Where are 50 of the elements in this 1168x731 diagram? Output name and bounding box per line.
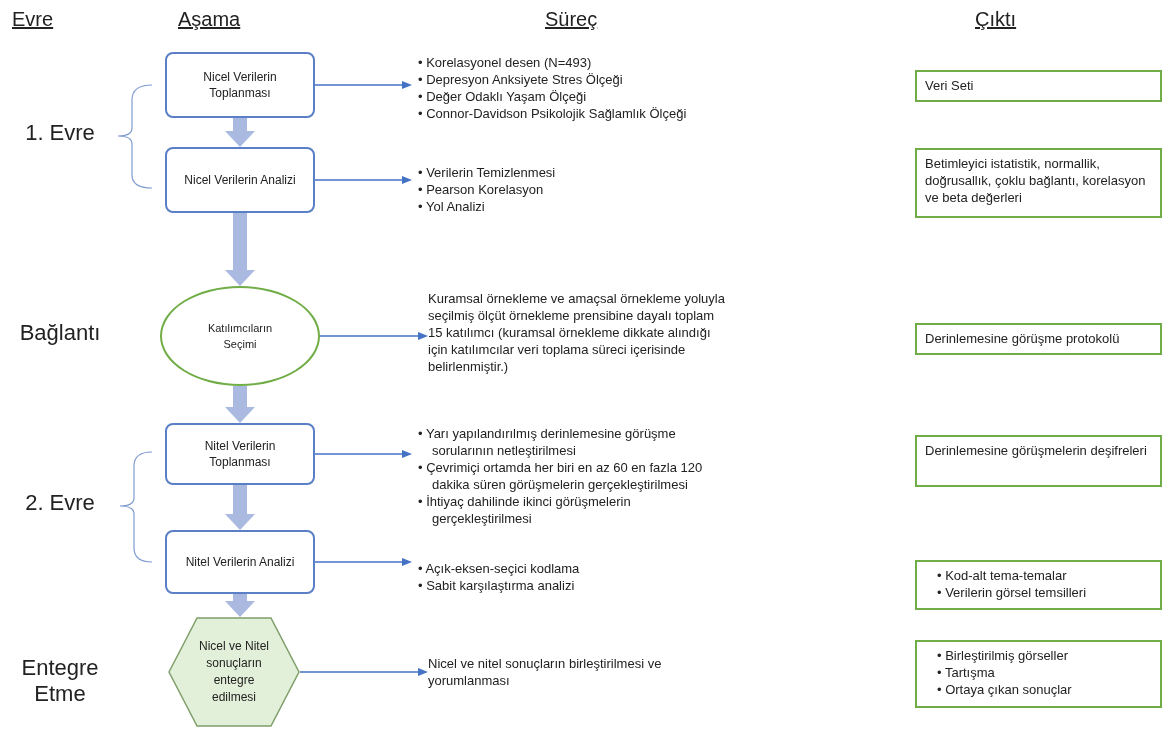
bullet-item: • Açık-eksen-seçici kodlama — [417, 560, 581, 577]
arrow — [314, 81, 412, 89]
ellipse-node: Katılımcıların Seçimi — [160, 286, 320, 386]
column-header: Süreç — [545, 8, 599, 31]
bullet-item: • Pearson Korelasyon — [417, 181, 545, 198]
bullet-item: • Korelasyonel desen (N=493) — [417, 54, 593, 71]
output-box — [915, 640, 1162, 708]
bullet-item: • Ortaya çıkan sonuçlar — [936, 681, 1073, 698]
process-box: Nitel Verilerin Toplanması — [165, 423, 315, 485]
phase-label: Entegre Etme — [20, 655, 100, 707]
bullet-item: • Verilerin Temizlenmesi — [417, 164, 557, 181]
bullet-item: • Çevrimiçi ortamda her biri en az 60 en fazla 120 dakika süren görüşmelerin gerçekleştirilmesi — [417, 459, 704, 493]
column-header: Çıktı — [975, 8, 1018, 31]
node-text: Nicel ve Nitel sonuçların entegre edilmesi — [198, 638, 270, 706]
bullet-item: • Depresyon Anksiyete Stres Ölçeği — [417, 71, 624, 88]
bullet-item: • Sabit karşılaştırma analizi — [417, 577, 576, 594]
bullet-item: • Verilerin görsel temsilleri — [936, 584, 1088, 601]
description-text: Kuramsal örnekleme ve amaçsal örnekleme yoluyla seçilmiş ölçüt örnekleme prensibine dayalı toplam 15 katılımcı (kuramsal örnekleme dikkate alındığı için katılımcılar veri toplama süreci içerisinde belirlenmiştir.) — [428, 290, 728, 375]
bullet-item: • Yarı yapılandırılmış derinlemesine görüşme sorularının netleştirilmesi — [417, 425, 677, 459]
output-box — [915, 560, 1162, 610]
output-box: Betimleyici istatistik, normallik, doğrusallık, çoklu bağlantı, korelasyon ve beta değerleri — [915, 148, 1162, 218]
arrow — [314, 176, 412, 184]
bullet-item: • Değer Odaklı Yaşam Ölçeği — [417, 88, 588, 105]
block-arrow — [225, 118, 255, 147]
output-box: Derinlemesine görüşme protokolü — [915, 323, 1162, 355]
arrow — [314, 558, 412, 566]
process-box: Nitel Verilerin Analizi — [165, 530, 315, 594]
block-arrow — [225, 213, 255, 286]
output-box: Derinlemesine görüşmelerin deşifreleri — [915, 435, 1162, 487]
bullet-item: • Kod-alt tema-temalar — [936, 567, 1068, 584]
block-arrow — [225, 594, 255, 617]
process-box: Nicel Verilerin Analizi — [165, 147, 315, 213]
bullet-item: • Yol Analizi — [417, 198, 486, 215]
column-header: Aşama — [178, 8, 242, 31]
phase-label: 1. Evre — [24, 120, 96, 146]
description-text: Nicel ve nitel sonuçların birleştirilmesi ve yorumlanması — [428, 655, 728, 689]
bullet-item: • Tartışma — [936, 664, 996, 681]
output-box: Veri Seti — [915, 70, 1162, 102]
process-box: Nicel Verilerin Toplanması — [165, 52, 315, 118]
phase-label: 2. Evre — [24, 490, 96, 516]
arrow — [319, 332, 428, 340]
bullet-item: • Birleştirilmiş görseller — [936, 647, 1069, 664]
bullet-item: • İhtiyaç dahilinde ikinci görüşmelerin gerçekleştirilmesi — [417, 493, 632, 527]
block-arrow — [225, 386, 255, 423]
column-header: Evre — [12, 8, 55, 31]
block-arrow — [225, 485, 255, 530]
bullet-item: • Connor-Davidson Psikolojik Sağlamlık Ölçeği — [417, 105, 688, 122]
arrow — [299, 668, 428, 676]
arrow — [314, 450, 412, 458]
phase-label: Bağlantı — [18, 320, 102, 346]
